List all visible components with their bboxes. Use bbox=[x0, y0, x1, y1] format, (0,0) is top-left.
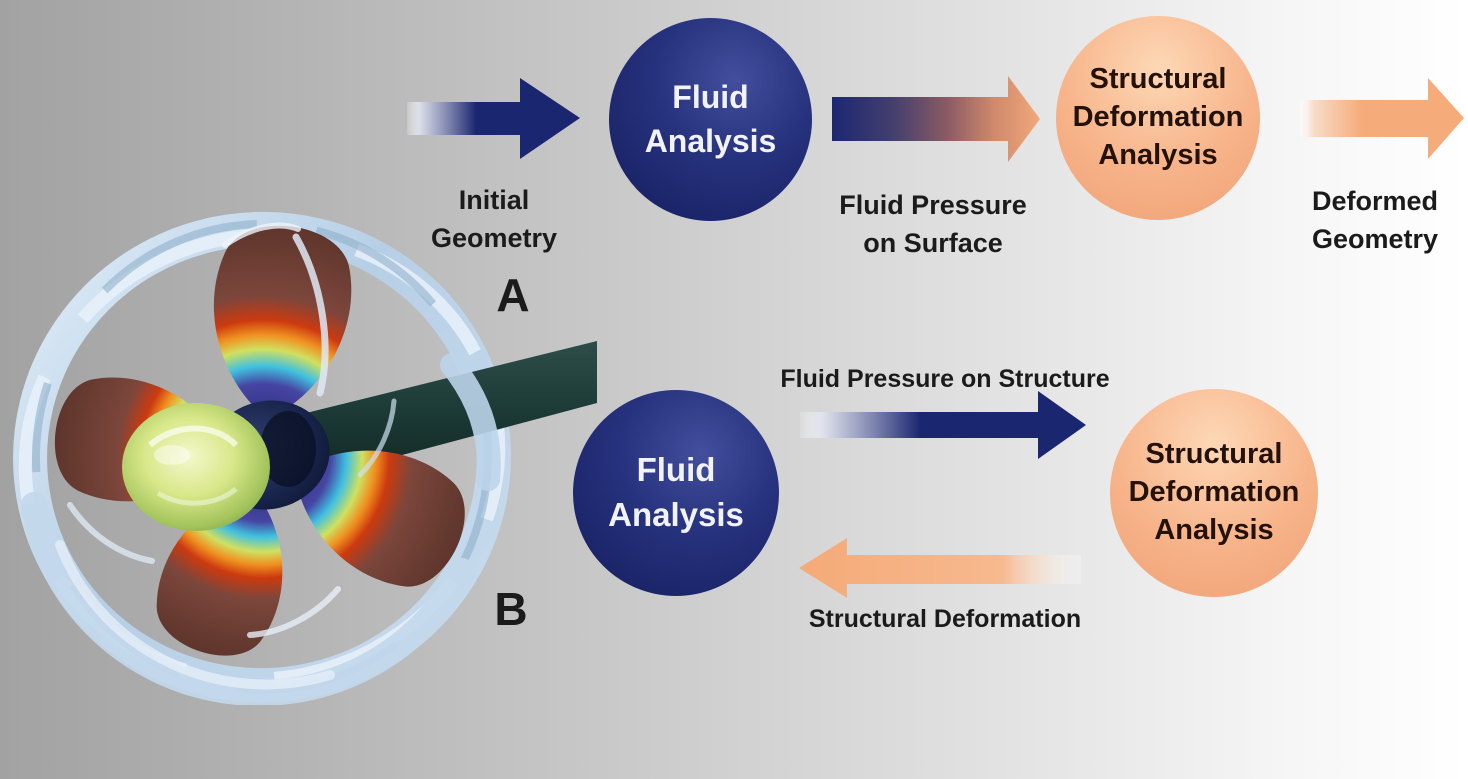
section-label-b: B bbox=[494, 583, 528, 635]
node-structural-deformation-b-line1: Structural bbox=[1145, 438, 1283, 471]
node-fluid-analysis-a-line1: Fluid bbox=[672, 79, 749, 116]
node-structural-deformation-b: Structural Deformation Analysis bbox=[1110, 389, 1318, 597]
hub-shadow bbox=[260, 411, 316, 487]
label-structural-deformation: Structural Deformation bbox=[808, 605, 1082, 633]
label-fluid-pressure-on-structure: Fluid Pressure on Structure bbox=[780, 365, 1110, 393]
hub-cap bbox=[122, 403, 270, 531]
node-structural-deformation-a-line1: Structural bbox=[1089, 63, 1227, 96]
node-fluid-analysis-b-line2: Analysis bbox=[608, 496, 744, 533]
node-structural-deformation-a-line3: Analysis bbox=[1098, 138, 1218, 171]
node-structural-deformation-a-line2: Deformation bbox=[1072, 101, 1244, 134]
label-deformed-geometry-line1: Deformed bbox=[1311, 186, 1439, 216]
ice-fragments bbox=[67, 222, 397, 638]
label-fluid-pressure-on-surface-line2: on Surface bbox=[863, 228, 1003, 259]
label-initial-geometry: Initial Geometry bbox=[409, 181, 579, 258]
label-initial-geometry-line1: Initial bbox=[458, 185, 530, 215]
arrow-initial-to-fluid bbox=[407, 78, 580, 159]
label-deformed-geometry: Deformed Geometry bbox=[1290, 182, 1460, 259]
node-structural-deformation-b-line2: Deformation bbox=[1128, 476, 1300, 509]
arrow-fluid-to-structural-b bbox=[800, 391, 1086, 459]
arrow-fluid-to-structural-a bbox=[832, 76, 1040, 162]
label-fluid-pressure-on-surface-line1: Fluid Pressure bbox=[839, 190, 1027, 220]
propeller-shaft bbox=[298, 341, 597, 479]
tip-vortex-ring-front bbox=[21, 353, 501, 705]
node-structural-deformation-b-line3: Analysis bbox=[1154, 513, 1274, 546]
node-fluid-analysis-a: Fluid Analysis bbox=[609, 18, 812, 221]
label-fluid-pressure-on-surface: Fluid Pressure on Surface bbox=[818, 186, 1048, 263]
section-label-a: A bbox=[496, 269, 530, 321]
node-structural-deformation-a: Structural Deformation Analysis bbox=[1056, 16, 1260, 220]
label-deformed-geometry-line2: Geometry bbox=[1311, 224, 1439, 255]
label-initial-geometry-line2: Geometry bbox=[430, 223, 558, 254]
arrow-structural-to-deformed bbox=[1300, 78, 1464, 159]
propeller-simulation-render bbox=[13, 211, 597, 705]
node-fluid-analysis-b: Fluid Analysis bbox=[573, 390, 779, 596]
arrow-structural-to-fluid-b bbox=[799, 538, 1081, 598]
node-fluid-analysis-b-line1: Fluid bbox=[636, 451, 716, 489]
node-fluid-analysis-a-line2: Analysis bbox=[644, 122, 777, 159]
